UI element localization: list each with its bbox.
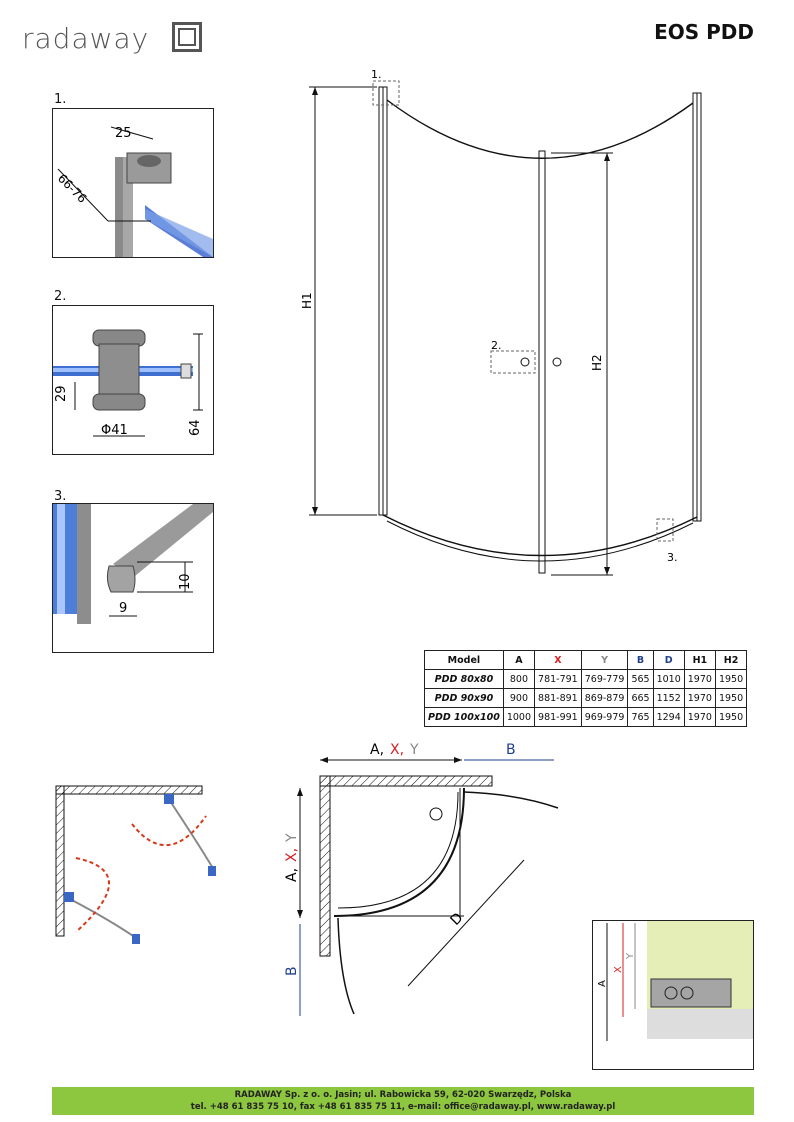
cell-y: 869-879 bbox=[580, 688, 629, 708]
footer-contact: tel. +48 61 835 75 10, fax +48 61 835 75… bbox=[190, 1102, 616, 1112]
inset-x-label: X bbox=[613, 966, 624, 973]
cell-y: 969-979 bbox=[580, 707, 629, 727]
spec-table: Model A X Y B D H1 H2 PDD 80x80 800 781-… bbox=[424, 650, 748, 727]
plan-a-label-vertical: A, bbox=[284, 868, 300, 882]
detail-2-panel: 29 Φ41 64 bbox=[52, 305, 214, 455]
cell-h2: 1950 bbox=[714, 688, 748, 708]
door-opening-diagram bbox=[55, 785, 216, 944]
table-row: PDD 100x100 1000 981-991 969-979 765 129… bbox=[424, 707, 748, 727]
col-model: Model bbox=[424, 650, 504, 670]
product-title: EOS PDD bbox=[654, 20, 754, 44]
col-b: B bbox=[627, 650, 654, 670]
cell-model: PDD 80x80 bbox=[424, 669, 504, 689]
logo-mark-icon bbox=[172, 22, 202, 52]
cell-x: 981-991 bbox=[534, 707, 582, 727]
cell-d: 1010 bbox=[652, 669, 685, 689]
col-y: Y bbox=[580, 650, 629, 670]
h2-label: H2 bbox=[590, 354, 604, 371]
detail-1-number: 1. bbox=[54, 92, 67, 107]
table-row: PDD 80x80 800 781-791 769-779 565 1010 1… bbox=[424, 669, 748, 689]
callout-1: 1. bbox=[371, 68, 382, 81]
inset-y-label: Y bbox=[625, 952, 636, 960]
cell-x: 781-791 bbox=[534, 669, 582, 689]
detail-1-panel: 25 66-76 bbox=[52, 108, 214, 258]
cell-b: 765 bbox=[627, 707, 654, 727]
cell-b: 665 bbox=[627, 688, 654, 708]
plan-x-label: X, bbox=[390, 742, 404, 758]
detail-2-dim-64: 64 bbox=[188, 419, 203, 436]
cell-a: 800 bbox=[502, 669, 536, 689]
plan-y-label-vertical: Y bbox=[284, 833, 300, 843]
cell-model: PDD 90x90 bbox=[424, 688, 504, 708]
cell-a: 1000 bbox=[502, 707, 536, 727]
plan-x-label-vertical: X, bbox=[284, 848, 300, 862]
detail-3-dim-9: 9 bbox=[119, 601, 127, 616]
detail-2-number: 2. bbox=[54, 289, 67, 304]
footer-address: RADAWAY Sp. z o. o. Jasin; ul. Rabowicka… bbox=[234, 1090, 572, 1100]
detail-1-dim-range: 66-76 bbox=[55, 171, 90, 206]
col-a: A bbox=[502, 650, 536, 670]
detail-3-dim-10: 10 bbox=[178, 573, 193, 590]
detail-2-dim-29: 29 bbox=[54, 385, 69, 402]
cell-a: 900 bbox=[502, 688, 536, 708]
inset-drawing: A X Y bbox=[597, 921, 753, 1041]
detail-3-number: 3. bbox=[54, 489, 67, 504]
cell-h2: 1950 bbox=[714, 669, 748, 689]
cell-x: 881-891 bbox=[534, 688, 582, 708]
detail-2-drawing: 29 Φ41 64 bbox=[53, 329, 203, 438]
spec-table-header-row: Model A X Y B D H1 H2 bbox=[424, 650, 748, 670]
main-elevation-drawing: H1 H2 1. 2. 3. bbox=[300, 68, 702, 576]
col-x: X bbox=[534, 650, 582, 670]
inset-panel: A X Y bbox=[592, 920, 754, 1070]
cell-d: 1152 bbox=[652, 688, 685, 708]
cell-model: PDD 100x100 bbox=[424, 707, 504, 727]
col-d: D bbox=[652, 650, 685, 670]
detail-1-drawing: 25 66-76 bbox=[55, 126, 213, 257]
plan-b-label: B bbox=[506, 742, 516, 758]
callout-2: 2. bbox=[491, 339, 502, 352]
cell-h2: 1950 bbox=[714, 707, 748, 727]
cell-y: 769-779 bbox=[580, 669, 629, 689]
inset-a-label: A bbox=[597, 980, 608, 987]
plan-y-label: Y bbox=[409, 742, 419, 758]
plan-view-drawing: A, X, Y B A, X, Y B D bbox=[284, 742, 559, 1016]
detail-2-dim-diameter: Φ41 bbox=[101, 423, 128, 438]
cell-h1: 1970 bbox=[683, 707, 716, 727]
h1-label: H1 bbox=[300, 292, 314, 309]
detail-1-dim-width: 25 bbox=[115, 126, 132, 141]
cell-b: 565 bbox=[627, 669, 654, 689]
cell-h1: 1970 bbox=[683, 688, 716, 708]
col-h2: H2 bbox=[714, 650, 748, 670]
table-row: PDD 90x90 900 881-891 869-879 665 1152 1… bbox=[424, 688, 748, 708]
cell-h1: 1970 bbox=[683, 669, 716, 689]
logo-mark-inner-icon bbox=[178, 28, 196, 46]
callout-3: 3. bbox=[667, 551, 678, 564]
detail-3-panel: 10 9 bbox=[52, 503, 214, 653]
plan-b-label-vertical: B bbox=[284, 966, 300, 976]
plan-a-label: A, bbox=[370, 742, 384, 758]
footer-bar: RADAWAY Sp. z o. o. Jasin; ul. Rabowicka… bbox=[52, 1087, 754, 1115]
detail-3-drawing: 10 9 bbox=[53, 504, 213, 624]
cell-d: 1294 bbox=[652, 707, 685, 727]
col-h1: H1 bbox=[683, 650, 716, 670]
brand-logo: radaway bbox=[22, 22, 150, 55]
